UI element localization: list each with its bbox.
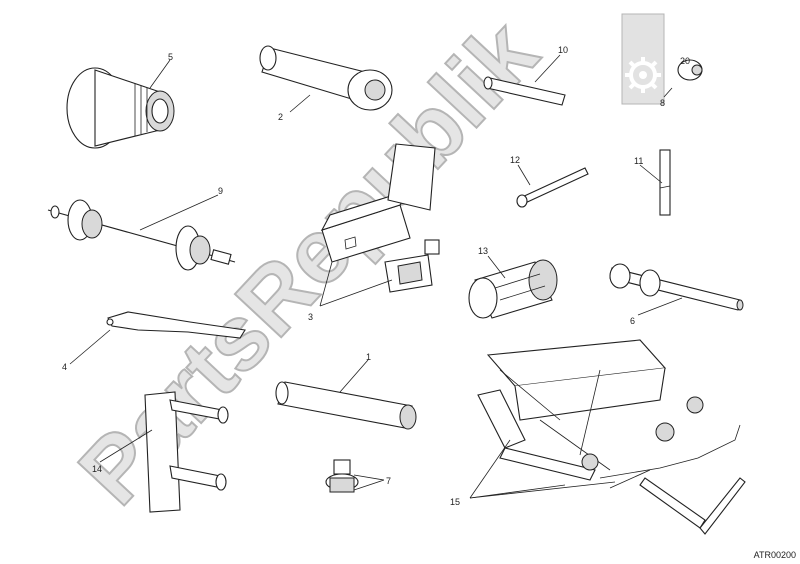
callout-6: 6 bbox=[630, 316, 635, 326]
callout-11: 11 bbox=[634, 156, 643, 166]
part-3-tool-case: 3 bbox=[308, 143, 440, 322]
part-14-support-fixture: 14 bbox=[92, 391, 229, 513]
part-11-split-pin: 11 bbox=[634, 149, 671, 216]
part-15-jack-stand: 15 bbox=[450, 339, 746, 535]
part-9-bearing-puller: 9 bbox=[47, 186, 236, 271]
callout-7: 7 bbox=[386, 476, 391, 486]
callout-8: 8 bbox=[660, 98, 665, 108]
part-2-drift-tube: 2 bbox=[259, 45, 393, 122]
callout-20: 20 bbox=[680, 56, 690, 66]
part-7-threaded-plug: 7 bbox=[325, 459, 391, 493]
callout-13: 13 bbox=[478, 246, 488, 256]
gear-icon bbox=[621, 13, 665, 105]
part-12-drift: 12 bbox=[510, 155, 589, 208]
part-10-pin: 10 bbox=[483, 45, 568, 106]
part-6-stepped-shaft: 6 bbox=[609, 263, 744, 326]
callout-1: 1 bbox=[366, 352, 371, 362]
callout-10: 10 bbox=[558, 45, 568, 55]
part-4-pin-wrench: 4 bbox=[62, 311, 246, 372]
callout-15: 15 bbox=[450, 497, 460, 507]
callout-9: 9 bbox=[218, 186, 223, 196]
callout-3: 3 bbox=[308, 312, 313, 322]
callout-5: 5 bbox=[168, 52, 173, 62]
part-1-drift-cylinder: 1 bbox=[275, 352, 417, 430]
callout-2: 2 bbox=[278, 112, 283, 122]
part-20-bushing: 20 bbox=[677, 56, 703, 81]
catalog-code: ATR00200 bbox=[753, 550, 796, 560]
callout-14: 14 bbox=[92, 464, 102, 474]
part-13-split-bushing: 13 bbox=[468, 246, 558, 319]
callout-12: 12 bbox=[510, 155, 520, 165]
part-8-ring: 8 bbox=[660, 87, 673, 108]
part-5-flanged-adapter: 5 bbox=[66, 52, 175, 149]
callout-4: 4 bbox=[62, 362, 67, 372]
